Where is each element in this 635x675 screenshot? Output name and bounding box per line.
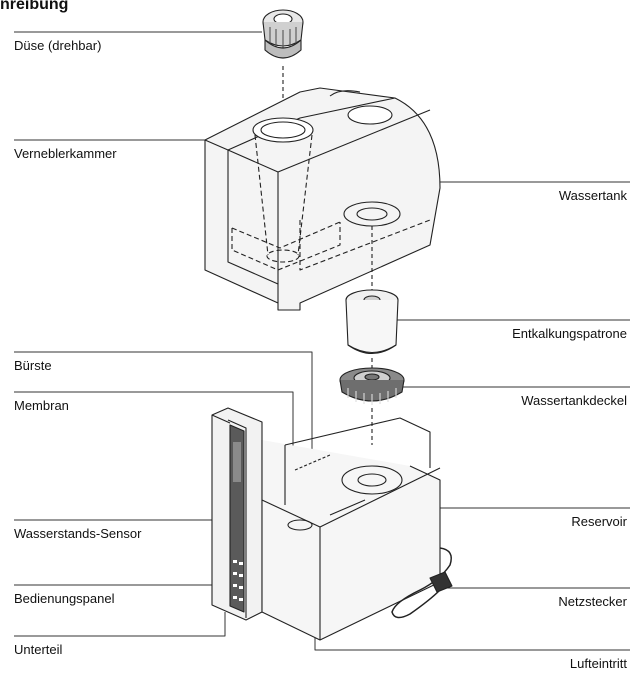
label-wassertankdeckel: Wassertankdeckel <box>521 393 627 408</box>
water-tank-drawing <box>204 87 441 311</box>
label-reservoir: Reservoir <box>571 514 627 529</box>
tank-lid-drawing <box>339 367 405 405</box>
label-unterteil: Unterteil <box>14 642 63 657</box>
diagram-heading: nreibung <box>0 0 69 13</box>
label-entkalkungspatrone: Entkalkungspatrone <box>512 326 627 341</box>
label-netzstecker: Netzstecker <box>558 594 627 609</box>
label-lufteintritt: Lufteintritt <box>569 656 627 671</box>
label-wasserstands-sensor: Wasserstands-Sensor <box>14 526 142 541</box>
label-wassertank: Wassertank <box>558 188 627 203</box>
cartridge-drawing <box>345 289 399 355</box>
label-buerste: Bürste <box>14 358 52 373</box>
label-membran: Membran <box>14 398 69 413</box>
nozzle-drawing <box>262 9 304 59</box>
base-unit-drawing <box>211 407 453 641</box>
label-verneblerkammer: Verneblerkammer <box>14 146 117 161</box>
label-bedienungspanel: Bedienungspanel <box>14 591 115 606</box>
label-duese: Düse (drehbar) <box>14 38 102 53</box>
